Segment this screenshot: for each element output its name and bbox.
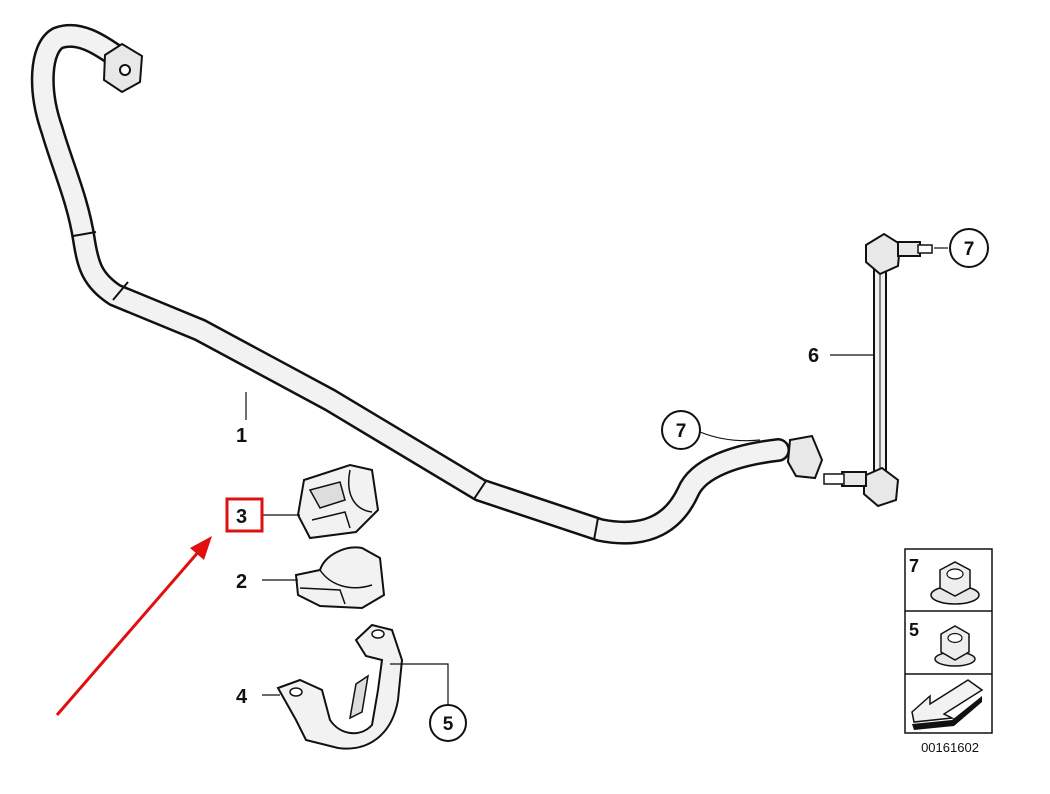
legend-nut-5: 5	[909, 620, 976, 667]
highlight-box	[225, 497, 264, 533]
diagram-number: 00161602	[921, 740, 979, 755]
callout-6: 6	[808, 345, 819, 367]
direction-arrow-icon	[911, 679, 984, 730]
legend-label-7: 7	[909, 556, 919, 576]
bracket-4	[276, 623, 404, 750]
coupling-rod	[823, 232, 933, 508]
legend-nut-7: 7	[909, 556, 980, 605]
hex-flange-nut-icon	[934, 625, 976, 667]
stabilizer-bar	[30, 23, 824, 545]
callout-label-4: 4	[236, 686, 248, 708]
callout-label-7-top: 7	[964, 239, 975, 260]
callout-1: 1	[236, 425, 247, 447]
callout-7-mid: 7	[661, 410, 701, 450]
callout-label-6: 6	[808, 345, 819, 367]
callout-label-5: 5	[443, 714, 454, 735]
callout-label-2: 2	[236, 571, 247, 593]
callout-7-top: 7	[949, 228, 989, 268]
legend-panel: 7 5	[904, 548, 993, 734]
callout-label-1: 1	[236, 425, 247, 447]
callout-4: 4	[236, 686, 248, 708]
callout-5: 5	[429, 704, 467, 742]
rubber-mounting-3	[296, 463, 380, 540]
callout-3: 3	[225, 497, 264, 533]
bar-end-mount-right	[786, 434, 824, 480]
callout-2: 2	[236, 571, 247, 593]
hex-flange-nut-icon	[930, 561, 980, 605]
legend-label-5: 5	[909, 620, 919, 640]
leader-lines	[245, 247, 948, 705]
callout-label-3: 3	[236, 506, 247, 528]
red-pointer-arrow	[55, 536, 212, 716]
bar-end-mount-left	[102, 42, 144, 94]
callout-label-7-mid: 7	[676, 421, 687, 442]
rubber-mounting-2	[294, 546, 386, 610]
